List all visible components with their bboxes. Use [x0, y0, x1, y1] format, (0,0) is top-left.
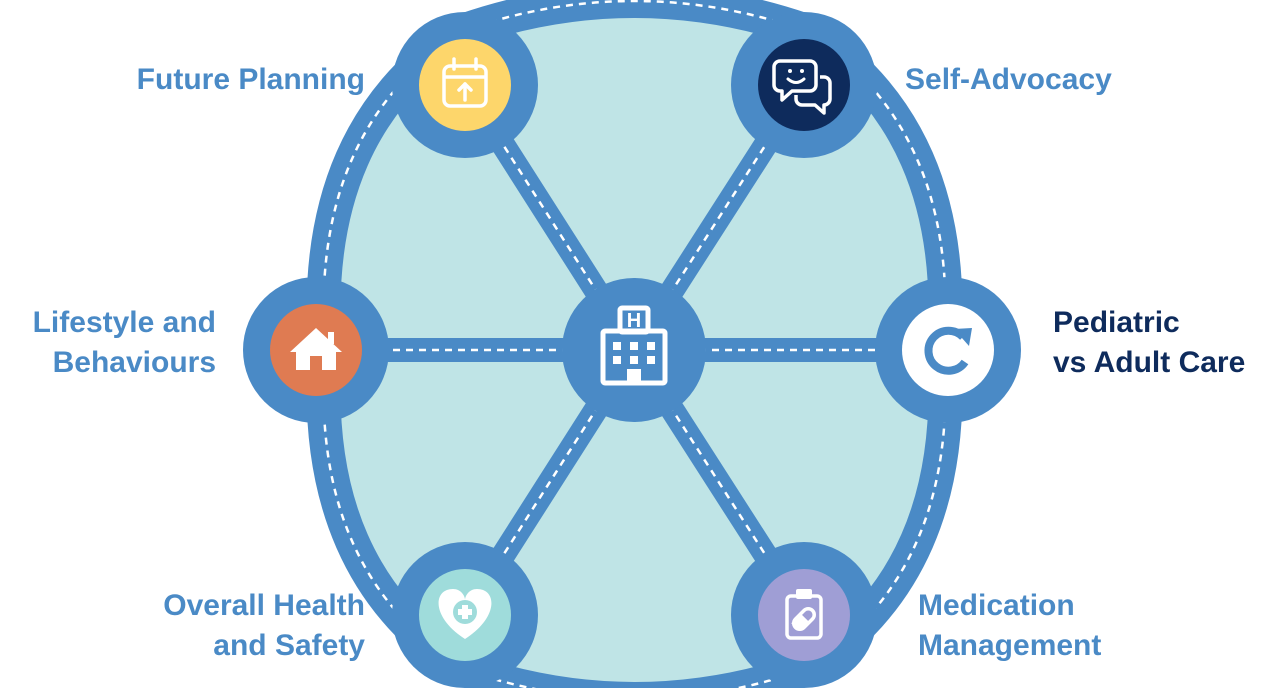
nodes	[243, 12, 1021, 688]
label-line: Overall Health	[163, 589, 365, 622]
node-self-advocacy[interactable]	[731, 12, 877, 158]
label-line: Self-Advocacy	[905, 63, 1112, 96]
label-future-planning: Future Planning	[137, 60, 365, 100]
label-line: Management	[918, 629, 1102, 662]
label-medication-management: Medication Management	[918, 586, 1101, 666]
node-future-planning[interactable]	[392, 12, 538, 158]
chat-bubbles-icon	[772, 59, 832, 115]
hospital-icon: H	[600, 305, 668, 386]
node-medication-management[interactable]	[731, 542, 877, 688]
label-line: Future Planning	[136, 63, 365, 96]
calendar-upload-icon	[442, 57, 488, 108]
node-overall-health-and-safety[interactable]	[392, 542, 538, 688]
node-badge	[902, 304, 994, 396]
label-line: and Safety	[213, 629, 365, 662]
node-badge	[758, 569, 850, 661]
hub: H	[562, 278, 706, 422]
label-line: Behaviours	[52, 346, 216, 379]
label-line: Medication	[918, 589, 1075, 622]
node-badge	[758, 39, 850, 131]
label-self-advocacy: Self-Advocacy	[905, 60, 1112, 100]
node-lifestyle-and-behaviours[interactable]	[243, 277, 389, 423]
label-line: Lifestyle and	[32, 306, 216, 339]
node-pediatric-vs-adult-care[interactable]	[875, 277, 1021, 423]
label-overall-health-and-safety: Overall Health and Safety	[163, 586, 365, 666]
label-lifestyle-and-behaviours: Lifestyle and Behaviours	[33, 303, 216, 383]
house-icon	[290, 328, 342, 370]
heart-plus-icon	[438, 589, 492, 639]
refresh-icon	[924, 326, 972, 375]
hospital-letter: H	[627, 310, 641, 332]
label-line: vs Adult Care	[1053, 346, 1246, 379]
label-line: Pediatric	[1053, 306, 1180, 339]
clipboard-pill-icon	[785, 589, 823, 640]
label-pediatric-vs-adult-care: Pediatric vs Adult Care	[1053, 303, 1245, 383]
